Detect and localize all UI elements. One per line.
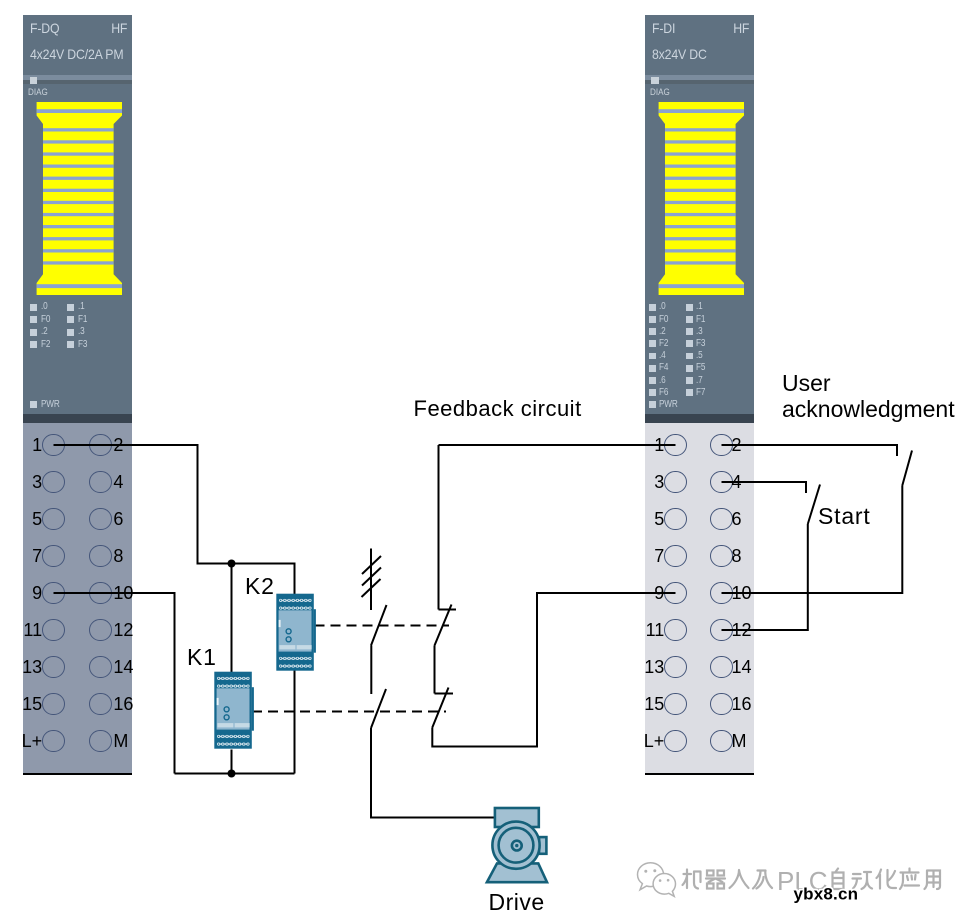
svg-text:PLC: PLC bbox=[777, 866, 828, 896]
svg-text:PLC: PLC bbox=[779, 868, 830, 898]
svg-text:ybx8.cn: ybx8.cn bbox=[794, 885, 859, 904]
